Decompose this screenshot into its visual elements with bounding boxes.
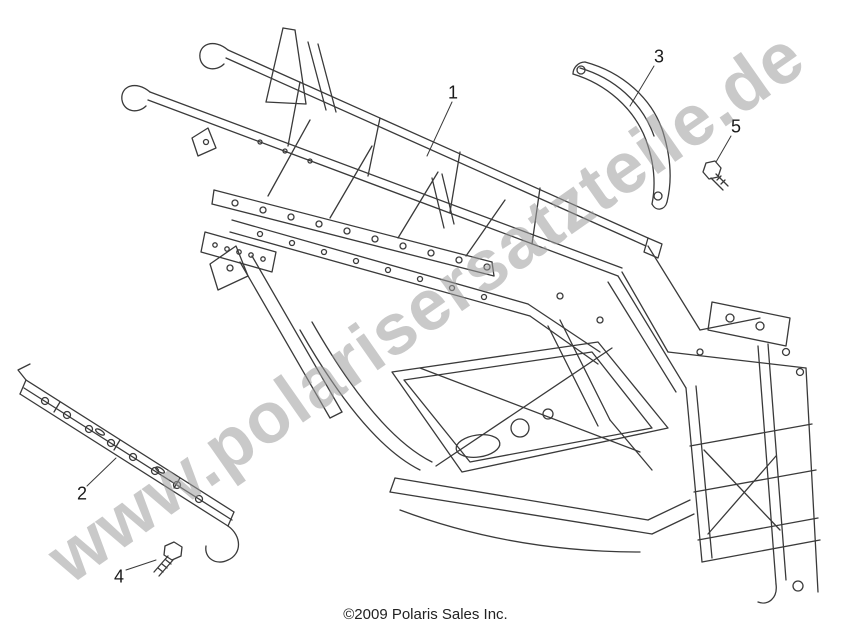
bolt-part-5 xyxy=(702,160,729,191)
main-frame-part xyxy=(121,27,821,604)
callout-label-5: 5 xyxy=(730,116,742,137)
copyright-text: ©2009 Polaris Sales Inc. xyxy=(343,606,508,623)
callout-label-1: 1 xyxy=(447,82,459,103)
curved-brace-part xyxy=(572,61,671,210)
side-rail-part xyxy=(17,363,240,563)
callout-label-4: 4 xyxy=(113,566,125,587)
callout-leader-lines xyxy=(86,65,732,571)
callout-label-3: 3 xyxy=(653,46,665,67)
bolt-part-4 xyxy=(153,541,183,577)
callout-label-2: 2 xyxy=(76,483,88,504)
